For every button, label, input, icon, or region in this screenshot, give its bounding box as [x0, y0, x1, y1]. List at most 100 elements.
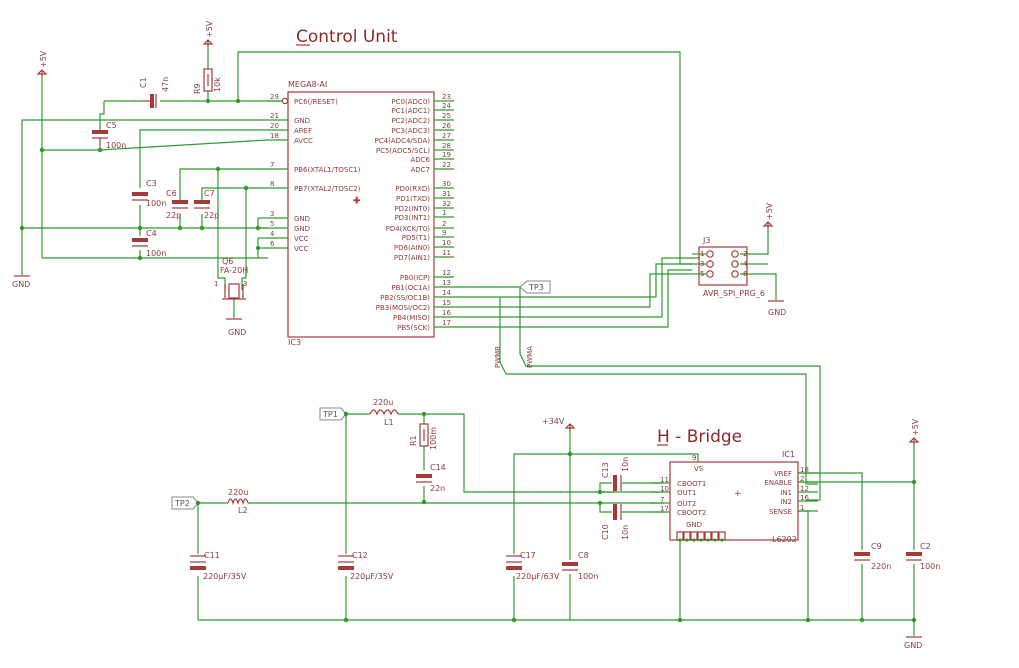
ic3-mega8[interactable]: MEGA8-AI IC3 + 29PC6(/RESET)21GND20AREF1…: [268, 80, 454, 347]
ic3-pin-num: 5: [270, 220, 274, 228]
capacitor-c6[interactable]: C6 22p: [166, 189, 188, 220]
capacitor-c7[interactable]: C7 22p: [194, 189, 219, 220]
ic1-pin-num: 1: [800, 504, 804, 512]
vcc-34v-symbol: +34V: [542, 417, 576, 432]
c2-value: 100n: [920, 562, 940, 571]
capacitor-c5[interactable]: C5 100n: [92, 121, 126, 150]
c13-ref: C13: [601, 462, 610, 478]
ic3-ref: IC3: [288, 338, 301, 347]
capacitor-c11[interactable]: C11 220µF/35V: [190, 551, 247, 581]
ic3-pin-num: 17: [442, 319, 451, 327]
capacitor-c1[interactable]: C1 47n: [139, 77, 170, 108]
ic1-vs-num: 9: [692, 454, 696, 462]
q6-ref: Q6: [222, 257, 233, 266]
ic1-pin-name: SENSE: [769, 508, 792, 516]
j3-ref: J3: [702, 236, 710, 245]
capacitor-c4[interactable]: C4 100n: [132, 229, 166, 258]
ic3-pin-num: 10: [442, 239, 451, 247]
vcc-label: +5V: [205, 20, 214, 38]
vcc-label: +5V: [39, 50, 48, 68]
gnd-label: GND: [904, 641, 922, 650]
c9-value: 220n: [871, 562, 891, 571]
c4-value: 100n: [146, 249, 166, 258]
capacitor-c14[interactable]: C14 22n: [416, 463, 446, 493]
capacitor-c12[interactable]: C12 220µF/35V: [338, 551, 394, 581]
c8-value: 100n: [578, 572, 598, 581]
pwmb-net-label: PWMB: [494, 346, 502, 368]
ic3-pin-num: 16: [442, 309, 451, 317]
ic1-pin-name: OUT1: [677, 489, 696, 497]
c12-value: 220µF/35V: [350, 572, 394, 581]
c12-ref: C12: [352, 551, 368, 560]
capacitor-c2[interactable]: C2 100n: [906, 542, 940, 571]
l2-value: 220u: [228, 488, 248, 497]
ic3-pin-name: PB1(OC1A): [391, 284, 430, 292]
ic1-pin-name: IN1: [780, 489, 792, 497]
gnd-symbol: GND: [904, 636, 922, 650]
capacitor-c17[interactable]: C17 220µF/63V: [506, 551, 560, 581]
c3-ref: C3: [146, 179, 157, 188]
resistor-r1[interactable]: R1 100m: [409, 423, 438, 450]
ic3-pin-num: 31: [442, 190, 451, 198]
capacitor-c3[interactable]: C3 100n: [132, 179, 166, 208]
ic3-pin-name: GND: [294, 215, 310, 223]
ic1-pin-num: 17: [660, 505, 669, 513]
tp2-label: TP2: [174, 499, 190, 508]
ic3-pin-name: GND: [294, 117, 310, 125]
ic1-pin-num: 2: [800, 475, 804, 483]
capacitor-c10[interactable]: C10 10n: [601, 504, 630, 540]
tp3-label: TP3: [528, 283, 544, 292]
testpoint-tp2[interactable]: TP2: [171, 496, 199, 510]
capacitor-c8[interactable]: C8 100n: [562, 551, 598, 581]
gnd-symbol: GND: [768, 300, 786, 317]
vcc-symbol: +5V: [202, 20, 214, 46]
capacitor-c9[interactable]: C9 220n: [854, 542, 891, 571]
gnd-symbol: GND: [12, 275, 30, 289]
capacitor-c13[interactable]: C13 10n: [601, 457, 630, 491]
ic1-gnd-pin-6: [697, 531, 705, 542]
ic3-pin-name: AVCC: [294, 137, 313, 145]
inductor-l1[interactable]: 220u L1: [369, 398, 399, 427]
q6-value: FA-20H: [220, 266, 248, 275]
inductor-l2[interactable]: 220u L2: [227, 488, 249, 515]
testpoint-tp3[interactable]: TP3: [519, 280, 551, 294]
ic3-pin-num: 26: [442, 122, 451, 130]
crystal-q6[interactable]: Q6 FA-20H 1 3: [214, 257, 248, 300]
ic3-pin-num: 7: [270, 161, 274, 169]
l1-ref: L1: [384, 418, 394, 427]
j3-pin-num: 6: [743, 270, 748, 278]
ic3-pin-name: ADC7: [410, 166, 430, 174]
ic1-pin-num: 10: [660, 485, 669, 493]
r9-value: 10k: [213, 77, 222, 92]
ic1-gnd-label: GND: [686, 521, 702, 529]
ic1-pin-num: 18: [800, 466, 809, 474]
ic3-pin-name: PD7(AIN1): [394, 254, 430, 262]
c14-value: 22n: [430, 484, 445, 493]
ic3-pin-num: 9: [442, 229, 446, 237]
ic1-pin-name: ENABLE: [764, 479, 792, 487]
ic1-pin-name: CBOOT2: [677, 509, 706, 517]
ic3-pin-name: PD4(XCK/T0): [386, 225, 431, 233]
gnd-label: GND: [12, 280, 30, 289]
gnd-label: GND: [228, 328, 246, 337]
j3-pin-2: 2: [731, 250, 758, 258]
resistor-r9[interactable]: R9 10k: [193, 68, 222, 94]
q6-pin3: 3: [243, 280, 247, 288]
testpoint-tp1[interactable]: TP1: [319, 407, 347, 421]
j3-pin-num: 3: [700, 260, 704, 268]
